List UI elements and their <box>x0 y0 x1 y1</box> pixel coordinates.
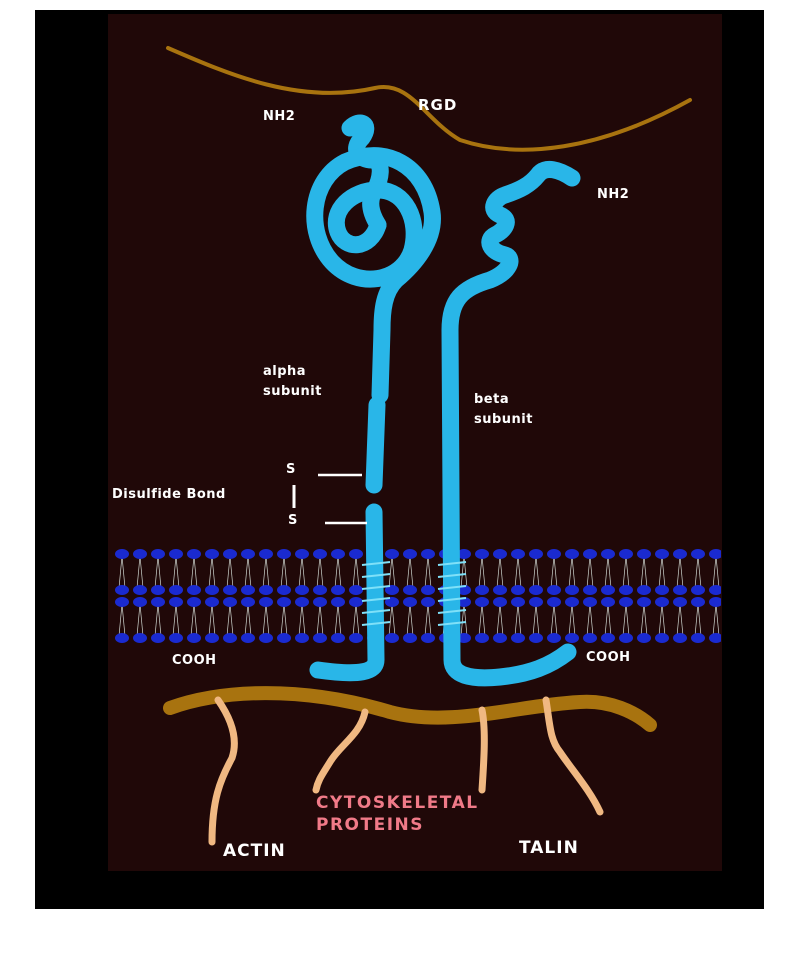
alpha-nh2-label: NH2 <box>263 109 296 124</box>
rgd-label: RGD <box>418 96 458 114</box>
cytoskeletal-proteins-line2: PROTEINS <box>316 815 425 835</box>
beta-subunit-label-line2: subunit <box>474 412 533 427</box>
sulfur-bottom-label: S <box>288 513 298 528</box>
alpha-subunit-label: alpha subunit <box>263 362 322 402</box>
sulfur-top-label: S <box>286 462 296 477</box>
beta-cooh-label: COOH <box>586 650 631 665</box>
diagram-background <box>108 14 722 871</box>
alpha-subunit-label-line2: subunit <box>263 384 322 399</box>
alpha-cooh-label: COOH <box>172 653 217 668</box>
cytoplasmic-fiber <box>163 686 657 732</box>
transmembrane-coils <box>361 561 467 626</box>
actin-label: ACTIN <box>223 841 286 861</box>
cytoskeletal-proteins-line1: CYTOSKELETAL <box>316 793 479 813</box>
beta-nh2-label: NH2 <box>597 187 630 202</box>
beta-subunit <box>441 160 581 687</box>
rgd-ligand-fiber <box>166 46 692 152</box>
lipid-bilayer <box>113 548 721 644</box>
alpha-subunit <box>306 114 441 682</box>
talin-label: TALIN <box>519 838 579 858</box>
alpha-subunit-label-line1: alpha <box>263 364 307 379</box>
disulfide-bond-marker <box>292 473 367 525</box>
beta-subunit-label: beta subunit <box>474 390 533 430</box>
cytoskeletal-strands <box>208 696 604 846</box>
beta-subunit-label-line1: beta <box>474 392 510 407</box>
disulfide-bond-label: Disulfide Bond <box>112 487 226 502</box>
